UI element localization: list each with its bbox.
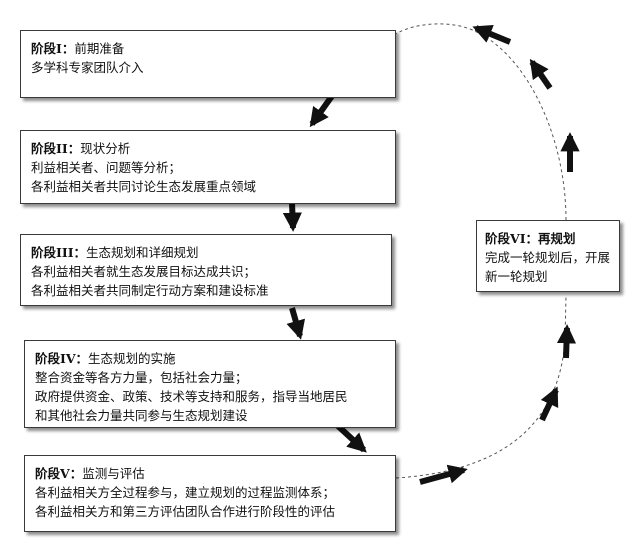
- stage-4-line-3: 和其他社会力量共同参与生态规划建设: [35, 408, 248, 423]
- stage-3-title: 阶段III：生态规划和详细规划: [31, 243, 381, 262]
- feedback-loop-path: [395, 294, 567, 479]
- stage-3-name: 生态规划和详细规划: [86, 245, 199, 260]
- stage-3-heading: 阶段III：: [31, 245, 87, 260]
- arrow-loop-6: [472, 24, 512, 45]
- stage-4-box: 阶段IV：生态规划的实施 整合资金等各方力量，包括社会力量； 政府提供资金、政策…: [24, 340, 396, 428]
- stage-5-heading: 阶段V：: [35, 466, 83, 481]
- stage-4-heading: 阶段IV：: [35, 351, 89, 366]
- stage-3-box: 阶段III：生态规划和详细规划 各利益相关者就生态发展目标达成共识； 各利益相关…: [20, 234, 392, 306]
- arrow-stage2-to-stage3: [282, 202, 302, 232]
- stage-2-title: 阶段II：现状分析: [31, 139, 385, 158]
- stage-3-line-2: 各利益相关者共同制定行动方案和建设标准: [31, 283, 269, 298]
- stage-2-line-1: 利益相关者、问题等分析；: [31, 160, 182, 175]
- stage-2-name: 现状分析: [80, 141, 131, 156]
- stage-5-box: 阶段V：监测与评估 各利益相关方全过程参与，建立规划的过程监测体系； 各利益相关…: [24, 455, 396, 532]
- stage-1-line-1: 多学科专家团队介入: [31, 60, 144, 75]
- stage-3-line-1: 各利益相关者就生态发展目标达成共识；: [31, 264, 257, 279]
- stage-6-title: 阶段VI：再规划: [485, 229, 611, 248]
- arrow-loop-1: [419, 464, 468, 485]
- feedback-loop-path-upper: [395, 23, 567, 221]
- stage-6-name: 再规划: [538, 231, 576, 246]
- stage-4-line-1: 整合资金等各方力量，包括社会力量；: [35, 370, 248, 385]
- stage-2-line-2: 各利益相关者共同讨论生态发展重点领域: [31, 179, 257, 194]
- stage-6-line-1: 完成一轮规划后，开展新一轮规划: [485, 250, 611, 284]
- stage-1-box: 阶段I：前期准备 多学科专家团队介入: [20, 30, 396, 98]
- arrow-loop-2: [539, 386, 559, 422]
- stage-5-name: 监测与评估: [82, 466, 145, 481]
- stage-5-title: 阶段V：监测与评估: [35, 464, 385, 483]
- arrow-stage4-to-stage5: [335, 423, 367, 453]
- stage-1-title: 阶段I：前期准备: [31, 39, 385, 58]
- arrow-stage1-to-stage2: [309, 94, 335, 128]
- arrow-loop-3: [556, 324, 577, 359]
- stage-5-line-2: 各利益相关方和第三方评估团队合作进行阶段性的评估: [35, 504, 336, 519]
- stage-4-name: 生态规划的实施: [88, 351, 176, 366]
- stage-6-box: 阶段VI：再规划 完成一轮规划后，开展新一轮规划: [476, 220, 620, 292]
- arrow-loop-5: [529, 58, 553, 90]
- stage-1-heading: 阶段I：: [31, 41, 75, 56]
- arrow-stage3-to-stage4: [286, 307, 306, 340]
- stage-4-line-2: 政府提供资金、政策、技术等支持和服务，指导当地居民: [35, 389, 348, 404]
- stage-4-title: 阶段IV：生态规划的实施: [35, 349, 385, 368]
- stage-6-heading: 阶段VI：: [485, 231, 539, 246]
- stage-1-name: 前期准备: [74, 41, 125, 56]
- stage-5-line-1: 各利益相关方全过程参与，建立规划的过程监测体系；: [35, 485, 336, 500]
- stage-2-heading: 阶段II：: [31, 141, 81, 156]
- stage-2-box: 阶段II：现状分析 利益相关者、问题等分析； 各利益相关者共同讨论生态发展重点领…: [20, 130, 396, 204]
